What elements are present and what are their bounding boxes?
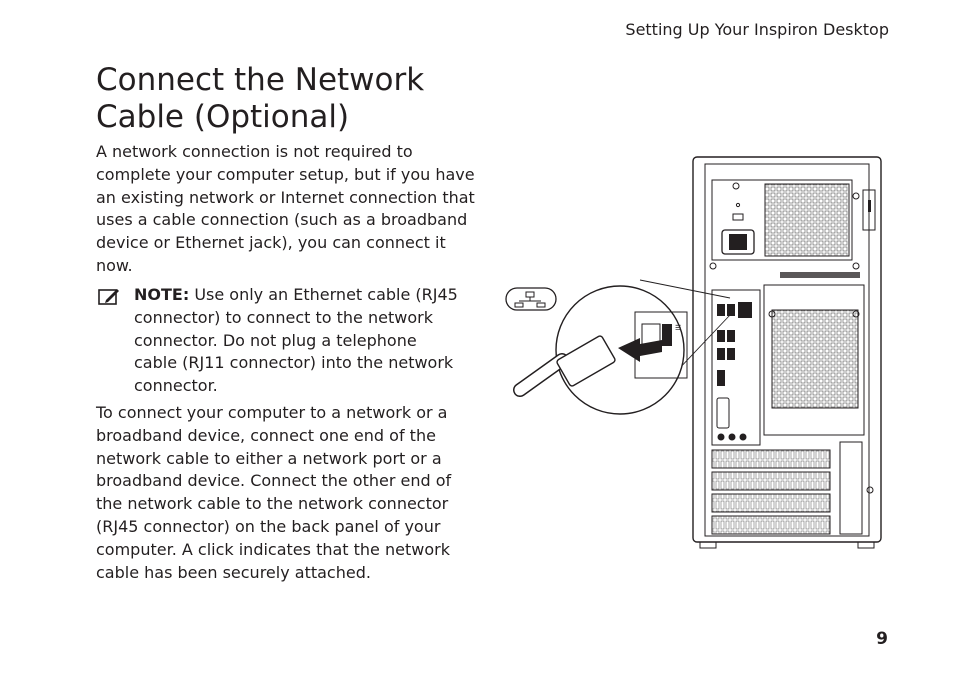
computer-back-panel-illustration: ☰	[505, 156, 882, 549]
page-title: Connect the Network Cable (Optional)	[96, 62, 425, 135]
instructions-paragraph: To connect your computer to a network or…	[96, 403, 452, 582]
svg-text:☰: ☰	[675, 324, 681, 332]
network-port-icon	[505, 287, 557, 311]
case-fan	[763, 284, 865, 436]
note-label: NOTE:	[134, 285, 190, 304]
io-panel	[711, 289, 761, 446]
note-body: Use only an Ethernet cable (RJ45 connect…	[134, 285, 458, 396]
note-pencil-icon	[98, 289, 119, 305]
power-supply	[709, 179, 860, 270]
running-header: Setting Up Your Inspiron Desktop	[625, 20, 889, 39]
intro-paragraph: A network connection is not required to …	[96, 142, 475, 275]
expansion-slots	[711, 441, 874, 535]
network-connector-zoom: ☰	[513, 285, 688, 415]
page-number: 9	[876, 629, 888, 649]
note-text: NOTE: Use only an Ethernet cable (RJ45 c…	[134, 284, 464, 398]
